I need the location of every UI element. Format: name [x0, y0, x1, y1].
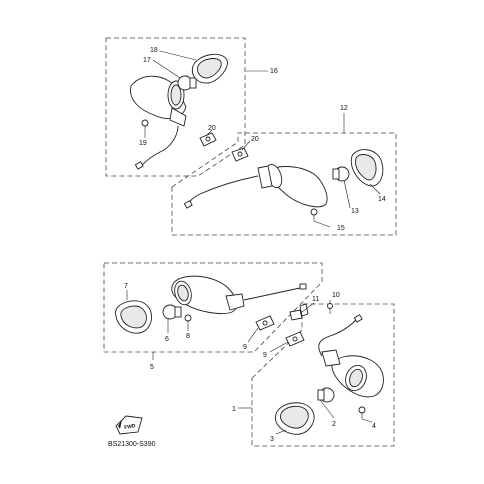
turn-signal-assembly-5 — [171, 275, 307, 314]
callout-6: 6 — [165, 336, 169, 343]
group-outline-16 — [105, 37, 246, 177]
turn-signal-assembly-12 — [183, 164, 328, 209]
callout-9-right: 9 — [263, 352, 267, 359]
bracket-11 — [289, 303, 309, 321]
callout-labels: 18 17 16 19 20 20 12 13 14 15 7 6 8 5 9 … — [124, 47, 386, 443]
callout-7: 7 — [124, 283, 128, 290]
callout-9-left: 9 — [243, 344, 247, 351]
rubber-damper-9b — [285, 331, 305, 347]
group-outline-1 — [251, 303, 395, 447]
callout-1: 1 — [232, 406, 236, 413]
rubber-damper-9a — [255, 315, 275, 331]
screw-19 — [141, 119, 149, 131]
rubber-damper-20a — [199, 132, 217, 147]
bulb-6 — [162, 304, 182, 320]
callout-5: 5 — [150, 364, 154, 371]
group-outline-5 — [103, 262, 323, 353]
forward-arrow-icon: FWD — [115, 415, 143, 435]
bulb-13 — [332, 166, 350, 182]
callout-3: 3 — [270, 436, 274, 443]
lens-14 — [350, 149, 384, 187]
callout-16: 16 — [270, 68, 278, 75]
screw-4 — [358, 406, 366, 419]
screw-15 — [310, 208, 318, 221]
lens-3 — [274, 402, 315, 435]
callout-10: 10 — [332, 292, 340, 299]
diagram-code: BS21300-S390 — [108, 441, 156, 448]
callout-15: 15 — [337, 225, 345, 232]
callout-14: 14 — [378, 196, 386, 203]
callout-13: 13 — [351, 208, 359, 215]
callout-4: 4 — [372, 423, 376, 430]
callout-12: 12 — [340, 105, 348, 112]
callout-20-lower: 20 — [251, 136, 259, 143]
callout-11: 11 — [312, 296, 319, 303]
screw-10 — [327, 303, 333, 314]
fwd-label: FWD — [124, 423, 137, 431]
group-outline-12 — [171, 132, 397, 236]
bulb-2 — [317, 387, 335, 403]
lens-7 — [115, 300, 152, 334]
callout-18: 18 — [150, 47, 158, 54]
screw-8 — [184, 314, 192, 327]
rubber-damper-20b — [231, 147, 249, 162]
turn-signal-assembly-16 — [130, 75, 187, 170]
turn-signal-assembly-1 — [318, 314, 384, 398]
callout-20-upper: 20 — [208, 125, 216, 132]
callout-19: 19 — [139, 140, 147, 147]
callout-2: 2 — [332, 421, 336, 428]
callout-17: 17 — [143, 57, 151, 64]
leader-lines — [126, 50, 381, 435]
callout-8: 8 — [186, 333, 190, 340]
bulb-17 — [177, 75, 197, 91]
lens-18 — [191, 53, 228, 84]
